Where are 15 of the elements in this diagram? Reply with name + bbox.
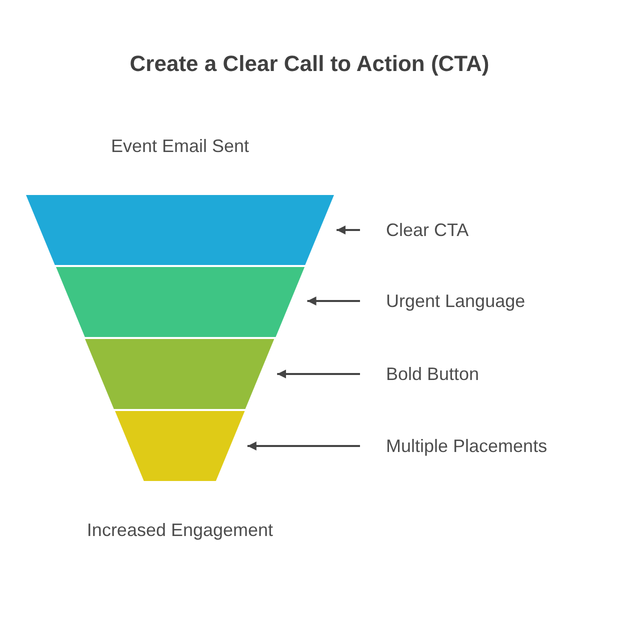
step-label: Clear CTA <box>386 219 469 241</box>
funnel-band <box>115 411 245 481</box>
title: Create a Clear Call to Action (CTA) <box>128 50 490 78</box>
arrow <box>277 370 360 378</box>
funnel-label: Increased Engagement <box>86 519 274 541</box>
arrow <box>247 442 360 450</box>
funnel-label: Event Email Sent <box>110 135 250 157</box>
funnel-band <box>85 339 275 409</box>
arrow <box>307 296 360 306</box>
step-label: Multiple Placements <box>386 435 548 457</box>
funnel-band <box>56 267 304 337</box>
step-label: Bold Button <box>386 363 480 385</box>
step-label: Urgent Language <box>386 290 526 312</box>
arrow <box>336 226 360 234</box>
funnel-band <box>26 195 334 265</box>
